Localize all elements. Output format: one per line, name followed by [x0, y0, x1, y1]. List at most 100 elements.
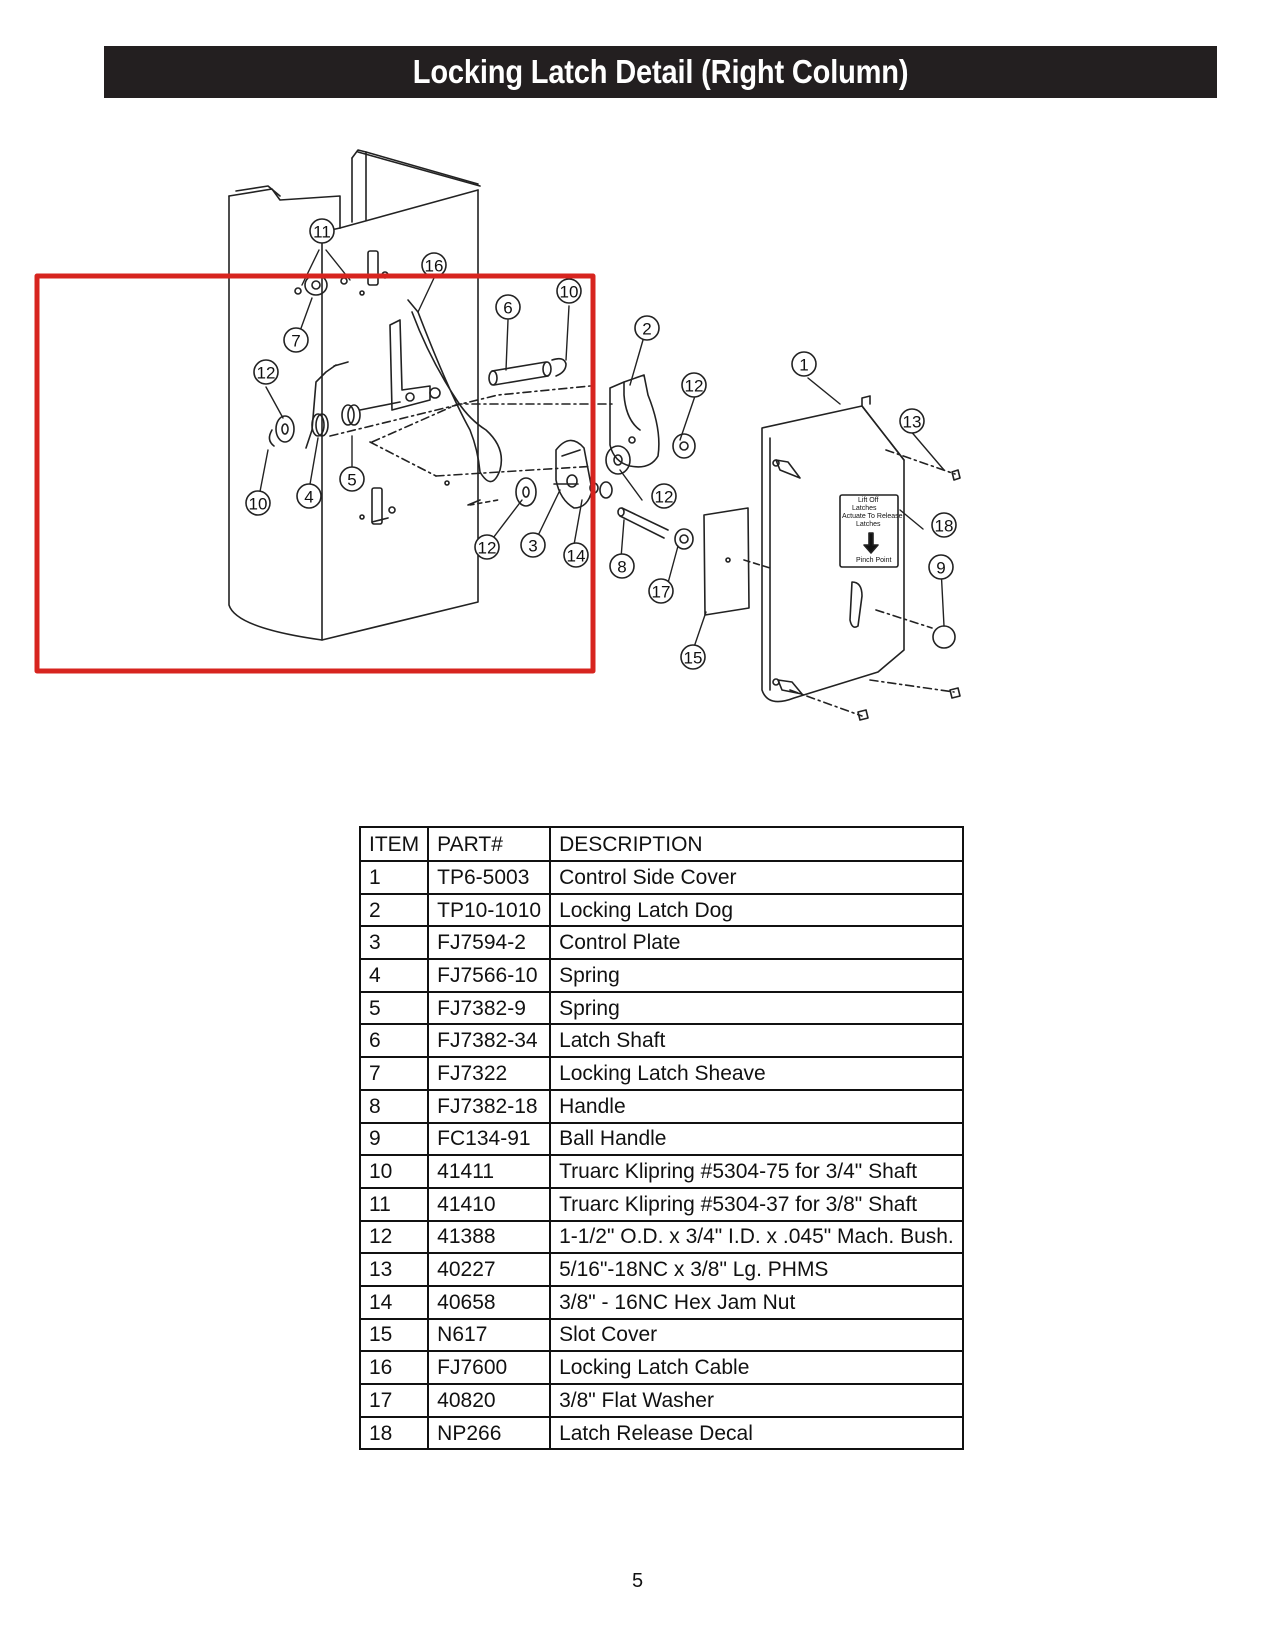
decal-line-5: Pinch Point — [856, 557, 891, 564]
cell-part: 40820 — [427, 1383, 552, 1418]
page-number: 5 — [631, 1570, 644, 1592]
cell-description: Locking Latch Sheave — [549, 1056, 964, 1091]
callout-item-15: 15 — [680, 644, 706, 670]
cell-description: Spring — [549, 958, 964, 993]
cell-part: FJ7382-34 — [427, 1023, 552, 1059]
cell-item: 7 — [358, 1056, 430, 1091]
cell-item: 13 — [358, 1252, 430, 1287]
cell-description: Truarc Klipring #5304-37 for 3/8" Shaft — [549, 1186, 964, 1222]
svg-text:12: 12 — [655, 488, 674, 507]
callout-item-5: 5 — [339, 466, 365, 492]
svg-text:9: 9 — [936, 559, 945, 578]
cell-part: FJ7322 — [427, 1056, 552, 1091]
cell-description: Latch Shaft — [549, 1023, 964, 1059]
page-title: Locking Latch Detail (Right Column) — [412, 53, 909, 90]
handle-rod — [617, 507, 694, 550]
cell-part: FJ7594-2 — [427, 925, 552, 961]
cell-description: Ball Handle — [549, 1121, 964, 1157]
cell-part: N617 — [427, 1317, 552, 1353]
cell-item: 2 — [358, 892, 430, 928]
latch-dog — [605, 374, 696, 475]
exploded-parts-diagram: Lift Off Latches Actuate To Release Latc… — [0, 130, 1275, 730]
cell-item: 17 — [358, 1383, 430, 1418]
cell-item: 6 — [358, 1023, 430, 1059]
svg-text:1: 1 — [799, 356, 808, 375]
callout-item-2: 2 — [634, 315, 660, 341]
cell-item: 4 — [358, 958, 430, 993]
svg-text:18: 18 — [935, 517, 954, 536]
callout-item-10-left: 10 — [245, 490, 271, 516]
cell-part: FJ7382-9 — [427, 990, 552, 1026]
cell-description: 1-1/2" O.D. x 3/4" I.D. x .045" Mach. Bu… — [549, 1219, 964, 1255]
cell-description: Handle — [549, 1088, 964, 1124]
header-item: ITEM — [358, 826, 430, 862]
cell-item: 10 — [358, 1154, 430, 1189]
decal-label: Lift Off Latches Actuate To Release Latc… — [842, 497, 903, 564]
callout-item-17: 17 — [648, 578, 674, 604]
cell-item: 9 — [358, 1121, 430, 1157]
slot-cover — [703, 507, 771, 616]
svg-text:10: 10 — [249, 495, 268, 514]
svg-text:10: 10 — [560, 283, 579, 302]
decal-line-1: Lift Off — [858, 497, 879, 504]
cell-part: 40658 — [427, 1284, 552, 1320]
cell-part: FJ7382-18 — [427, 1088, 552, 1124]
svg-text:12: 12 — [257, 364, 276, 383]
callout-item-4: 4 — [296, 483, 322, 509]
callout-item-3: 3 — [520, 532, 546, 558]
svg-text:11: 11 — [313, 223, 331, 242]
table-header-row: ITEM PART# DESCRIPTION — [358, 826, 964, 862]
cell-item: 3 — [358, 925, 430, 961]
callout-labels: 11 16 10 6 2 1 7 12 12 13 12 5 10 4 12 3… — [245, 218, 957, 670]
page-title-bar: Locking Latch Detail (Right Column) — [104, 46, 1217, 98]
highlight-box — [34, 273, 596, 674]
cell-part: 41410 — [427, 1186, 552, 1222]
svg-text:3: 3 — [528, 537, 537, 556]
header-part: PART# — [427, 826, 552, 862]
cell-part: TP10-1010 — [427, 892, 552, 928]
cell-description: 3/8" - 16NC Hex Jam Nut — [549, 1284, 964, 1320]
callout-item-6: 6 — [495, 294, 521, 320]
cell-item: 18 — [358, 1415, 430, 1451]
cell-part: NP266 — [427, 1415, 552, 1451]
cell-description: Truarc Klipring #5304-75 for 3/4" Shaft — [549, 1154, 964, 1189]
cell-item: 11 — [358, 1186, 430, 1222]
cell-part: FC134-91 — [427, 1121, 552, 1157]
cell-description: Locking Latch Dog — [549, 892, 964, 928]
cell-description: Control Side Cover — [549, 860, 964, 895]
svg-text:2: 2 — [642, 320, 651, 339]
cell-description: 5/16"-18NC x 3/8" Lg. PHMS — [549, 1252, 964, 1287]
cell-part: 41411 — [427, 1154, 552, 1189]
decal-line-4: Latches — [856, 521, 881, 528]
callout-item-7: 7 — [283, 327, 309, 353]
header-description: DESCRIPTION — [549, 826, 964, 862]
callout-item-12-bottom: 12 — [474, 534, 500, 560]
callout-item-14: 14 — [563, 542, 589, 568]
callout-item-12-mid: 12 — [651, 483, 677, 509]
cell-part: 41388 — [427, 1219, 552, 1255]
cell-description: 3/8" Flat Washer — [549, 1383, 964, 1418]
cell-part: FJ7566-10 — [427, 958, 552, 993]
leader-lines — [257, 249, 945, 651]
svg-text:12: 12 — [685, 377, 704, 396]
svg-text:6: 6 — [503, 299, 512, 318]
control-plate — [515, 439, 613, 509]
diagram-drawing: Lift Off Latches Actuate To Release Latc… — [34, 149, 961, 721]
svg-text:15: 15 — [684, 649, 703, 668]
cell-part: 40227 — [427, 1252, 552, 1287]
cell-item: 12 — [358, 1219, 430, 1255]
